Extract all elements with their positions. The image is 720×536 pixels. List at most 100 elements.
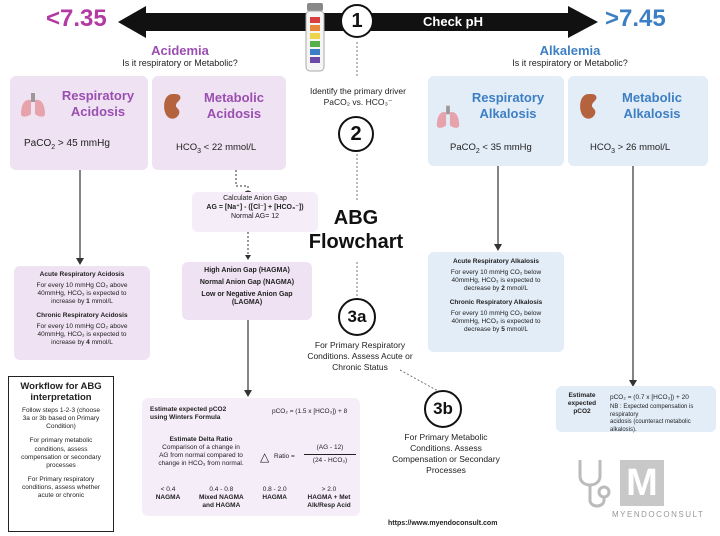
stethoscope-icon [572,456,612,516]
chronic-resp-acidosis-l2: 40mmHg, HCO₃ is expected to [37,330,127,338]
hagma-label: High Anion Gap (HAGMA) [204,267,290,274]
delta-denominator: (24 - HCO₃) [312,457,348,465]
met-alk-formula: pCO₂ = (0.7 x [HCO₃]) + 20 [610,394,689,401]
acute-resp-acidosis-l1: For every 10 mmHg CO₂ above [36,282,128,290]
met-alkalosis-title-1: Metabolic [622,90,682,105]
resp-acidosis-title-2: Acidosis [70,104,126,119]
delta-range-item: 0.8 - 2.0 HAGMA [262,486,287,502]
lungs-icon-alkalosis [434,102,462,132]
acute-resp-acidosis-l3: increase by 1 mmol/L [51,298,113,306]
chronic-resp-acidosis-title: Chronic Respiratory Acidosis [36,311,128,319]
delta-range-item: < 0.4 NAGMA [155,486,181,502]
acute-resp-alkalosis-title: Acute Respiratory Alkalosis [452,258,540,265]
winters-formula: pCO₂ = (1.5 x [HCO₃]) + 8 [272,408,348,415]
lungs-icon [18,90,48,120]
step-3a-line-2: Conditions. Assess Acute or [307,351,413,361]
met-acidosis-title-1: Metabolic [204,90,264,105]
acidemia-header: Acidemia Is it respiratory or Metabolic? [80,43,280,68]
lagma-label-1: Low or Negative Anion Gap [201,290,293,298]
step-1-circle: 1 [340,4,374,38]
chronic-resp-acidosis-l3: increase by 4 mmol/L [51,338,113,346]
resp-alkalosis-detail-box: Acute Respiratory Alkalosis For every 10… [428,252,564,352]
step-3b-line-3: Compensation or Secondary [392,454,500,464]
step-3b-line-1: For Primary Metabolic [404,432,488,442]
respiratory-alkalosis-card: Respiratory Alkalosis PaCO2 < 35 mmHg [428,76,564,166]
lagma-label-2: (LAGMA) [231,299,263,307]
delta-desc: Estimate Delta Ratio Comparison of a cha… [158,436,244,468]
delta-ratio-label: Ratio = [274,453,295,460]
anion-gap-title: Calculate Anion Gap [223,195,287,202]
met-alk-nb: NB : Expected compensation is respirator… [610,404,694,433]
delta-numerator: (AG - 12) [316,444,344,451]
anion-gap-normal: Normal AG= 12 [230,212,280,220]
footer-url[interactable]: https://www.myendoconsult.com [388,520,498,527]
met-alkalosis-title-2: Alkalosis [623,106,681,121]
step-2-circle: 2 [338,116,374,152]
primary-driver-text: Identify the primary driver PaCO₂ vs. HC… [290,86,426,108]
acute-resp-alkalosis-l3: decrease by 2 mmol/L [464,285,528,293]
step-3b-line-4: Processes [426,465,466,475]
acute-resp-acidosis-l2: 40mmHg, HCO₃ is expected to [37,290,127,298]
delta-fraction: (AG - 12) (24 - HCO₃) [304,444,356,465]
step-3b-circle: 3b [424,390,462,428]
step-3a-circle: 3a [338,298,376,336]
metabolic-acidosis-card: Metabolic Acidosis HCO3 < 22 mmol/L [152,76,286,170]
resp-alkalosis-title-1: Respiratory [471,90,545,105]
anion-gap-formula: AG = [Na⁺] - ([Cl⁻] + [HCO₃⁻]) [206,203,304,211]
step-3b-line-2: Conditions. Assess [410,443,482,453]
acidemia-question: Is it respiratory or Metabolic? [122,58,238,68]
step-3a-line-1: For Primary Respiratory [314,340,406,350]
title-line-1: ABG [333,207,379,229]
kidney-icon [162,92,184,122]
chronic-resp-acidosis-l1: For every 10 mmHg CO₂ above [36,322,128,330]
acidemia-title: Acidemia [151,43,209,58]
resp-alkalosis-criteria: PaCO2 < 35 mmHg [450,142,532,155]
driver-line-2: PaCO₂ vs. HCO₃⁻ [323,97,393,107]
step-3a-text: For Primary Respiratory Conditions. Asse… [290,340,430,373]
kidney-icon-alkalosis [578,92,600,122]
metabolic-alkalosis-card: Metabolic Alkalosis HCO3 > 26 mmol/L [568,76,708,166]
alkalemia-header: Alkalemia Is it respiratory or Metabolic… [470,43,670,68]
anion-gap-box: Calculate Anion Gap AG = [Na⁺] - ([Cl⁻] … [192,192,318,232]
acute-resp-alkalosis-l2: 40mmHg, HCO₃ is expected to [451,277,541,285]
nagma-label: Normal Anion Gap (NAGMA) [199,278,295,286]
resp-acidosis-criteria: PaCO2 > 45 mmHg [24,138,110,151]
chronic-resp-alkalosis-title: Chronic Respiratory Alkalosis [449,298,543,306]
delta-symbol: △ [260,450,270,464]
brand-name: MYENDOCONSULT [612,510,705,519]
acute-resp-alkalosis-l1: For every 10 mmHg CO₂ below [450,269,542,277]
ph-test-tube-icon [298,3,332,73]
chronic-resp-alkalosis-l1: For every 10 mmHg CO₂ below [450,309,542,317]
respiratory-acidosis-card: Respiratory Acidosis PaCO2 > 45 mmHg [10,76,148,170]
met-alkalosis-criteria: HCO3 > 26 mmol/L [590,142,671,155]
brand-logo: M [620,460,664,506]
delta-range-item: > 2.0 HAGMA + Met Alk/Resp Acid [307,486,351,510]
resp-alkalosis-title-2: Alkalosis [479,106,537,121]
alkalemia-question: Is it respiratory or Metabolic? [512,58,628,68]
chronic-resp-alkalosis-l2: 40mmHg, HCO₃ is expected to [451,317,541,325]
resp-acidosis-title-1: Respiratory [61,88,135,103]
workflow-title: Workflow for ABG interpretation [20,381,102,403]
flowchart-title: ABG Flowchart [296,206,416,254]
step-3b-text: For Primary Metabolic Conditions. Assess… [392,432,500,476]
resp-acidosis-detail-box: Acute Respiratory Acidosis For every 10 … [14,266,150,360]
acute-resp-acidosis-title: Acute Respiratory Acidosis [39,271,125,278]
step-3a-line-3: Chronic Status [332,362,388,372]
title-line-2: Flowchart [308,231,404,253]
met-acidosis-criteria: HCO3 < 22 mmol/L [176,142,257,155]
delta-range-item: 0.4 - 0.8 Mixed NAGMA and HAGMA [198,486,244,510]
driver-line-1: Identify the primary driver [310,86,406,96]
workflow-box: Workflow for ABG interpretation Follow s… [8,376,114,532]
chronic-resp-alkalosis-l3: decrease by 5 mmol/L [464,325,528,333]
alkaline-threshold: >7.45 [605,5,666,32]
delta-ranges: < 0.4 NAGMA 0.4 - 0.8 Mixed NAGMA and HA… [146,486,358,510]
check-ph-label: Check pH [423,14,483,29]
anion-gap-types-box: High Anion Gap (HAGMA) Normal Anion Gap … [182,262,312,320]
alkalemia-title: Alkalemia [539,43,601,58]
